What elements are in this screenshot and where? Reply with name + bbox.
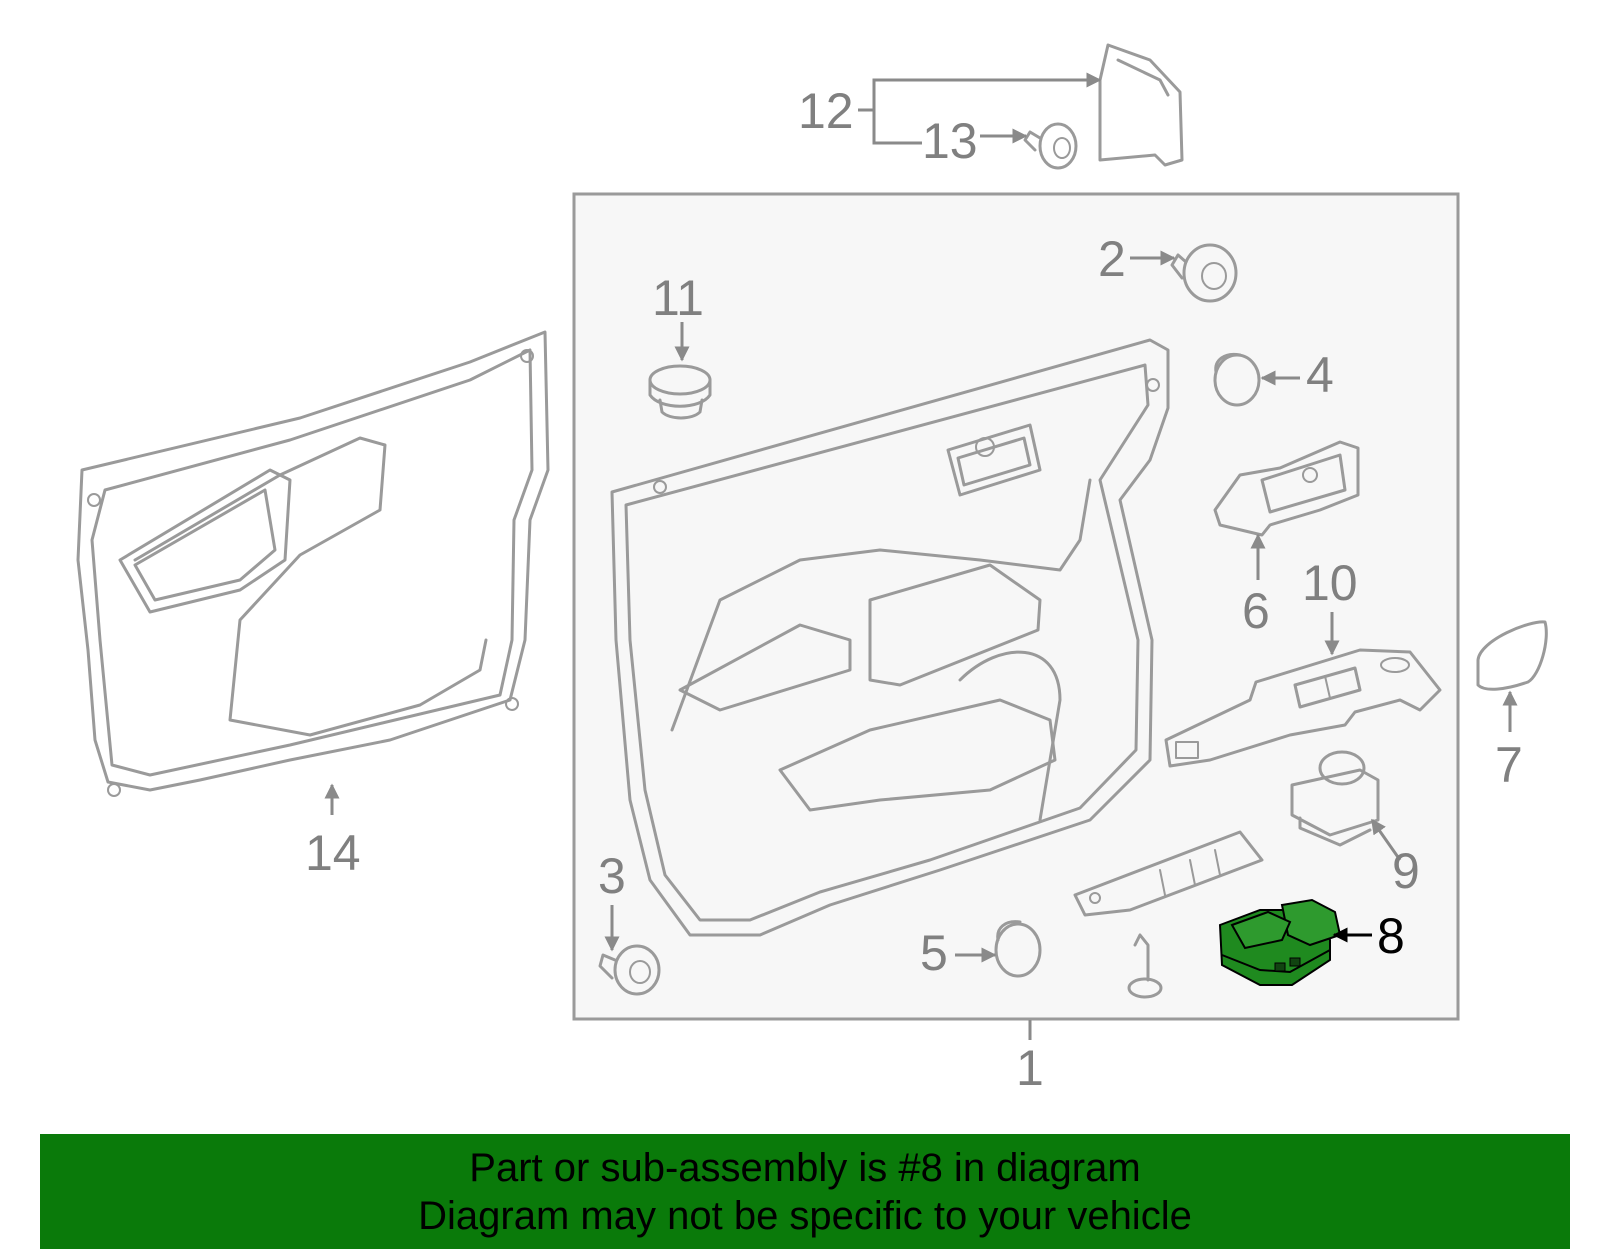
part-8-window-switch-highlighted [1218, 898, 1342, 986]
lead-12 [858, 72, 1102, 112]
part-7-cap [1476, 620, 1548, 691]
banner-line-part-number: Part or sub-assembly is #8 in diagram [469, 1146, 1141, 1190]
part-screw [1127, 933, 1163, 999]
callout-1: 1 [1016, 1040, 1044, 1096]
part-4-plug [1213, 352, 1261, 407]
part-13-retainer [1023, 122, 1078, 170]
part-3-retainer [598, 944, 661, 996]
part-12-trim-cover [1098, 43, 1184, 167]
callout-14: 14 [305, 825, 361, 881]
callout-12: 12 [798, 83, 854, 139]
part-bracket [1073, 830, 1264, 917]
info-banner: Part or sub-assembly is #8 in diagram Di… [40, 1134, 1570, 1249]
callout-9: 9 [1392, 843, 1420, 899]
assembly-frame [572, 192, 1460, 1021]
callout-3: 3 [598, 848, 626, 904]
part-10-switch-bezel [1164, 648, 1442, 768]
callout-6: 6 [1242, 583, 1270, 639]
callout-13: 13 [922, 113, 978, 169]
callout-11: 11 [652, 270, 704, 326]
lead-12-branch [872, 110, 922, 145]
part-6-inside-handle [1213, 440, 1360, 537]
callout-5: 5 [920, 925, 948, 981]
callout-2: 2 [1098, 231, 1126, 287]
banner-line-disclaimer: Diagram may not be specific to your vehi… [418, 1194, 1192, 1238]
callout-10: 10 [1302, 555, 1358, 611]
callout-4: 4 [1306, 347, 1334, 403]
lead-9 [1370, 818, 1402, 861]
callout-8: 8 [1377, 908, 1405, 964]
callout-7: 7 [1495, 737, 1523, 793]
part-14-deflector [76, 330, 550, 797]
part-1-door-trim-panel [610, 338, 1170, 937]
part-11-push-pin [648, 364, 712, 420]
